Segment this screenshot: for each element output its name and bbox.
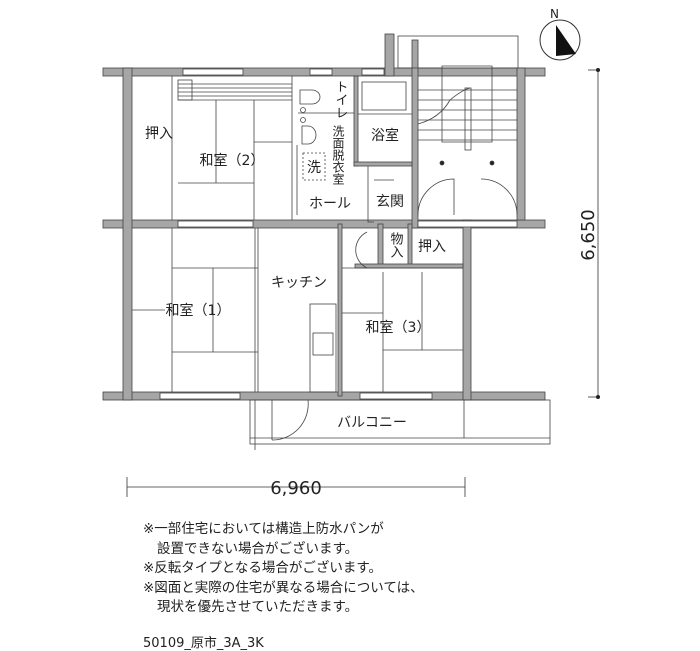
note-line: 設置できない場合がございます。 [157, 540, 359, 557]
walls [102, 33, 546, 401]
label-washitsu-3: 和室（3） [366, 319, 431, 336]
svg-text:N: N [550, 7, 559, 21]
label-bath: 浴室 [371, 127, 399, 144]
label-genkan: 玄関 [376, 193, 404, 210]
label-toilet: トイレ [333, 80, 348, 119]
label-washroom: 洗面脱衣室 [331, 125, 345, 185]
label-storage: 物入 [388, 232, 404, 258]
label-washer: 洗 [307, 160, 321, 176]
label-balcony: バルコニー [337, 415, 407, 431]
label-hall: ホール [309, 196, 351, 212]
label-oshiire-right: 押入 [418, 239, 446, 255]
plan-code: 50109_原市_3A_3K [143, 636, 264, 651]
dimension-width: 6,960 [270, 478, 322, 499]
notes: ※一部住宅においては構造上防水パンが 設置できない場合がございます。 ※反転タイ… [143, 520, 424, 618]
label-oshiire-left: 押入 [145, 126, 173, 142]
dimension-lines [126, 69, 600, 497]
note-line: 現状を優先させていただきます。 [157, 599, 359, 615]
label-washitsu-2: 和室（2） [200, 152, 265, 169]
interior-lines [132, 35, 551, 450]
windows [159, 68, 518, 400]
note-line: ※図面と実際の住宅が異なる場合については、 [143, 579, 424, 596]
dimension-height: 6,650 [578, 209, 599, 261]
note-line: ※一部住宅においては構造上防水パンが [143, 521, 384, 537]
label-washitsu-1: 和室（1） [166, 302, 231, 319]
label-kitchen: キッチン [271, 275, 327, 291]
north-compass-icon: N [539, 7, 581, 61]
note-line: ※反転タイプとなる場合がございます。 [143, 560, 383, 576]
